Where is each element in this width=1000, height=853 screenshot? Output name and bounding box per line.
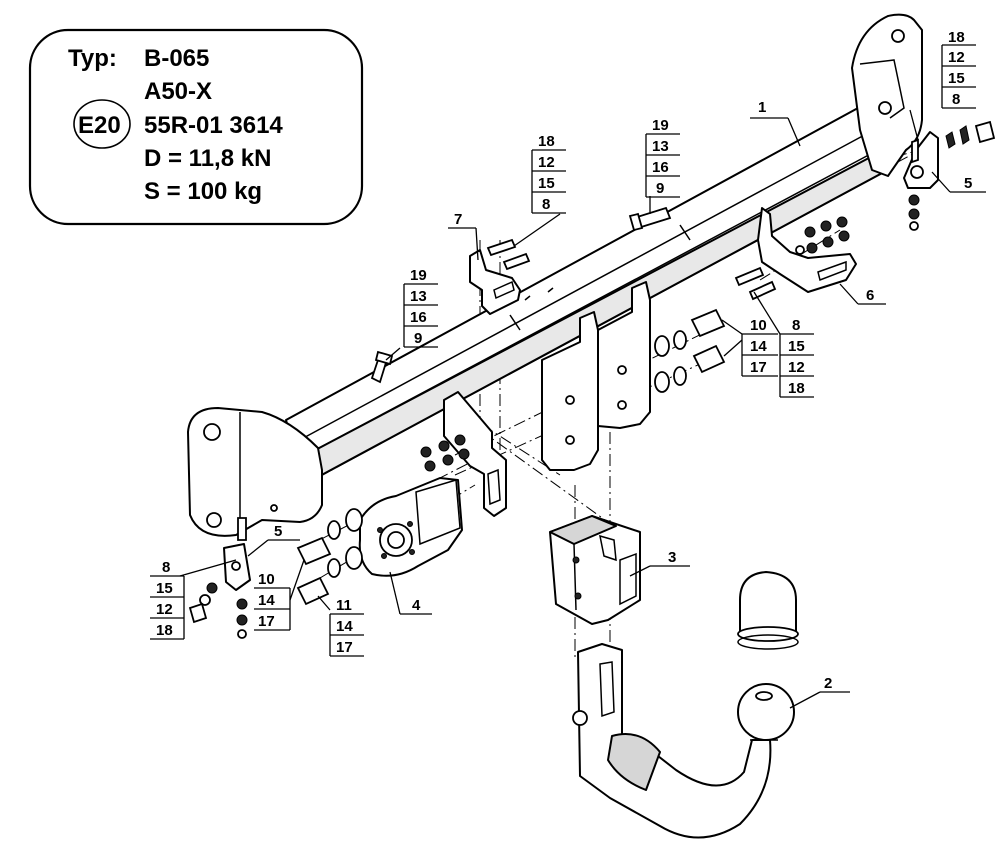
callout-3: 3	[668, 549, 676, 566]
callout-5-left: 5	[274, 523, 282, 540]
stack-lbolt-0: 19	[410, 267, 427, 284]
stack-ct-2: 16	[652, 159, 669, 176]
stack-rmb-3: 18	[788, 380, 805, 397]
left-nut-cluster	[420, 434, 470, 472]
stack-right-mid-b: 8 15 12 18	[779, 317, 814, 398]
stack-rmb-2: 12	[788, 359, 805, 376]
callout-6: 6	[866, 287, 874, 304]
stack-right-mid-a: 10 14 17	[741, 317, 778, 377]
stack-ct-0: 19	[652, 117, 669, 134]
stack-tr-1: 12	[948, 49, 965, 66]
d-value: D = 11,8 kN	[144, 145, 271, 172]
socket-plate-4	[358, 477, 463, 577]
center-brackets	[541, 281, 651, 471]
stack-center-top: 19 13 16 9	[645, 117, 680, 198]
leader-lines	[179, 109, 986, 709]
callout-7: 7	[454, 211, 462, 228]
typ-label: Typ:	[68, 45, 117, 72]
stack-bl-1: 15	[156, 580, 173, 597]
left-mounting-plate	[187, 407, 323, 537]
stack-rma-0: 10	[750, 317, 767, 334]
stack-bm-1: 14	[258, 592, 275, 609]
bracket-6	[757, 207, 857, 293]
center-top-bolt	[628, 206, 672, 232]
stack-bottom-mid: 10 14 17	[254, 571, 291, 631]
ball-cap	[737, 571, 799, 650]
stack-ct-1: 13	[652, 138, 669, 155]
stack-bl-2: 12	[156, 601, 173, 618]
stack-tr-2: 15	[948, 70, 965, 87]
stack-rmb-0: 8	[792, 317, 800, 334]
model-value: A50-X	[144, 78, 212, 105]
stack-lbolt-3: 9	[414, 330, 422, 347]
receiver-block-3	[549, 515, 641, 625]
callout-1: 1	[758, 99, 766, 116]
stack-left-bracket: 18 12 15 8	[531, 133, 566, 214]
center-right-bolts	[654, 308, 726, 393]
stack-bm2-2: 17	[336, 639, 353, 656]
stack-bm-0: 10	[258, 571, 275, 588]
stack-bm2-0: 11	[336, 597, 352, 614]
stack-bottom-left: 8 15 12 18	[150, 559, 185, 640]
right-mounting-plate	[851, 13, 923, 177]
stack-lb-1: 12	[538, 154, 555, 171]
callout-4: 4	[412, 597, 421, 614]
stack-rmb-1: 15	[788, 338, 805, 355]
callout-5-right: 5	[964, 175, 972, 192]
stack-lb-0: 18	[538, 133, 555, 150]
stack-bm2-1: 14	[336, 618, 353, 635]
bracket-7-bolts	[486, 238, 531, 271]
left-side-bracket	[443, 391, 507, 517]
stack-bm-2: 17	[258, 613, 275, 630]
towball-neck-2	[572, 643, 795, 839]
typ-value: B-065	[144, 45, 209, 72]
right-nut-cluster	[804, 216, 850, 254]
stack-tr-3: 8	[952, 91, 960, 108]
type-info-box: Typ: B-065 A50-X E20 55R-01 3614 D = 11,…	[28, 28, 364, 226]
stack-lb-3: 8	[542, 196, 550, 213]
approval-number: 55R-01 3614	[144, 112, 283, 139]
s-value: S = 100 kg	[144, 178, 262, 205]
left-top-bolt	[370, 350, 394, 384]
stack-ct-3: 9	[656, 180, 664, 197]
stack-top-right: 18 12 15 8	[941, 29, 976, 109]
approval-badge: E20	[78, 112, 121, 139]
callout-2: 2	[824, 675, 832, 692]
bracket-5-right	[903, 120, 996, 231]
bracket-7	[469, 249, 521, 315]
stack-lbolt-2: 16	[410, 309, 427, 326]
stack-bottom-mid2: 11 14 17	[329, 597, 364, 657]
stack-bl-3: 18	[156, 622, 173, 639]
stack-bl-0: 8	[162, 559, 170, 576]
stack-tr-0: 18	[948, 29, 965, 46]
approval-badge-outline	[73, 99, 131, 149]
callout-labels: 1 2 3 4 5 5 6 7	[274, 99, 972, 692]
stack-lb-2: 15	[538, 175, 555, 192]
stack-lbolt-1: 13	[410, 288, 427, 305]
left-lower-bolts	[296, 508, 363, 606]
stack-rma-2: 17	[750, 359, 767, 376]
stack-left-bolt: 19 13 16 9	[403, 267, 438, 348]
stack-rma-1: 14	[750, 338, 767, 355]
bracket-5-left	[188, 517, 251, 639]
